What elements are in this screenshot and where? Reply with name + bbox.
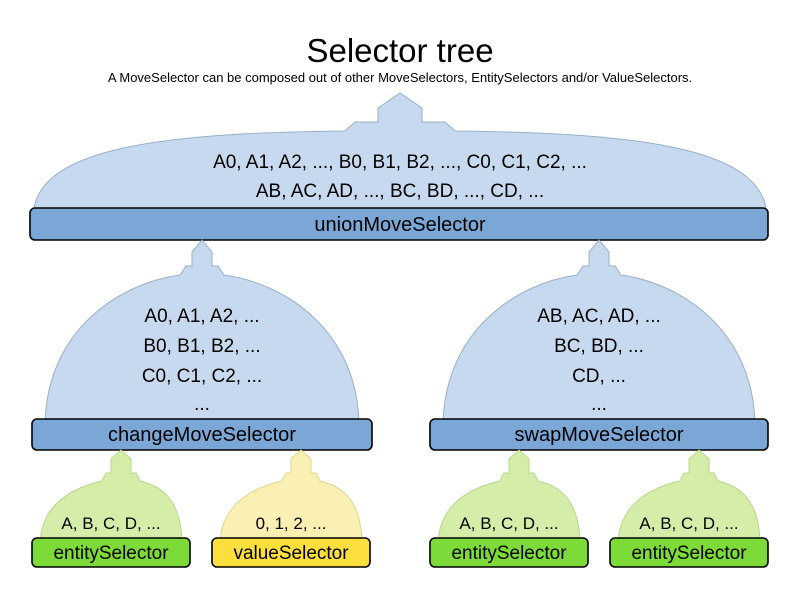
union-label-bar <box>29 207 769 241</box>
union-body-shape <box>32 92 768 219</box>
leaf-1-body-shape <box>39 449 183 547</box>
leaf-4-label-bar <box>609 537 769 568</box>
leaf-4-body-shape <box>617 449 761 547</box>
page-subtitle: A MoveSelector can be composed out of ot… <box>108 70 692 85</box>
leaf-2-body-line-0: 0, 1, 2, ... <box>256 514 327 533</box>
node-change-move-selector[interactable]: A0, A1, A2, ... B0, B1, B2, ... C0, C1, … <box>31 239 373 451</box>
leaf-2-label: valueSelector <box>233 543 349 564</box>
page-title: Selector tree <box>306 32 493 69</box>
change-label-bar <box>31 418 373 451</box>
leaf-4-body-line-0: A, B, C, D, ... <box>639 514 738 533</box>
change-body-line-0: A0, A1, A2, ... <box>144 306 259 327</box>
union-body-line-0: A0, A1, A2, ..., B0, B1, B2, ..., C0, C1… <box>213 152 587 173</box>
swap-label: swapMoveSelector <box>515 424 684 446</box>
leaf-1-label: entitySelector <box>53 543 169 564</box>
swap-body-line-2: CD, ... <box>572 366 626 387</box>
leaf-4-label: entitySelector <box>631 543 747 564</box>
node-leaf-entity-selector-3[interactable]: A, B, C, D, ... entitySelector <box>609 449 769 568</box>
node-swap-move-selector[interactable]: AB, AC, AD, ... BC, BD, ... CD, ... ... … <box>429 239 769 451</box>
leaf-1-label-bar <box>31 537 191 568</box>
leaf-2-body-shape <box>219 449 363 547</box>
union-label: unionMoveSelector <box>314 214 486 236</box>
change-body-line-1: B0, B1, B2, ... <box>143 336 260 357</box>
swap-label-bar <box>429 418 769 451</box>
change-body-line-2: C0, C1, C2, ... <box>142 366 262 387</box>
leaf-3-body-shape <box>437 449 581 547</box>
node-union-move-selector[interactable]: A0, A1, A2, ..., B0, B1, B2, ..., C0, C1… <box>29 92 769 241</box>
change-body-line-3: ... <box>194 394 210 415</box>
change-label: changeMoveSelector <box>108 424 296 446</box>
leaf-2-label-bar <box>211 537 371 568</box>
leaf-3-body-line-0: A, B, C, D, ... <box>459 514 558 533</box>
union-body-line-1: AB, AC, AD, ..., BC, BD, ..., CD, ... <box>256 181 544 202</box>
node-leaf-value-selector-1[interactable]: 0, 1, 2, ... valueSelector <box>211 449 371 568</box>
node-leaf-entity-selector-2[interactable]: A, B, C, D, ... entitySelector <box>429 449 589 568</box>
leaf-3-label: entitySelector <box>451 543 567 564</box>
swap-body-line-1: BC, BD, ... <box>554 336 644 357</box>
swap-body-line-3: ... <box>591 394 607 415</box>
leaf-1-body-line-0: A, B, C, D, ... <box>61 514 160 533</box>
swap-body-line-0: AB, AC, AD, ... <box>537 306 661 327</box>
leaf-3-label-bar <box>429 537 589 568</box>
node-leaf-entity-selector-1[interactable]: A, B, C, D, ... entitySelector <box>31 449 191 568</box>
swap-body-shape <box>442 239 756 429</box>
change-body-shape <box>44 239 360 429</box>
